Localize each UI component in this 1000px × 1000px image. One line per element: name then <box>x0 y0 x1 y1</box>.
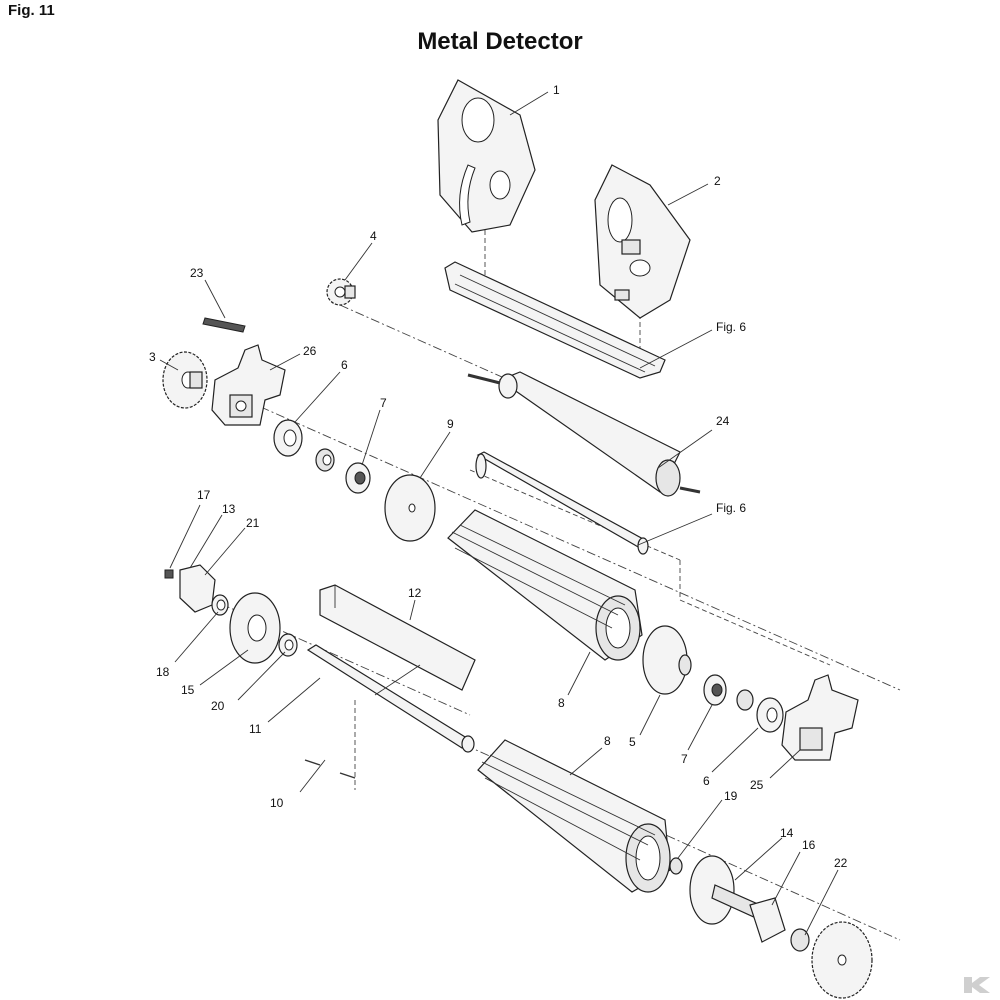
callout-fig6-upper: Fig. 6 <box>716 320 746 334</box>
callout-labels: 1 2 4 23 3 26 6 7 9 Fig. 6 24 Fig. 6 17 … <box>149 83 848 870</box>
callout-25: 25 <box>750 778 764 792</box>
brand-logo-icon <box>964 977 990 993</box>
callout-1: 1 <box>553 83 560 97</box>
callout-6-upper: 6 <box>341 358 348 372</box>
callout-24: 24 <box>716 414 730 428</box>
bearing-lower <box>736 689 754 711</box>
part-8-fluted-drum-lower <box>477 739 671 893</box>
part-8-fluted-drum-upper <box>447 509 643 661</box>
part-22-sprocket <box>790 921 873 999</box>
callout-20: 20 <box>211 699 225 713</box>
page-title: Metal Detector <box>417 28 583 55</box>
callout-7-lower: 7 <box>681 752 688 766</box>
callout-fig6-lower: Fig. 6 <box>716 501 746 515</box>
callout-7-upper: 7 <box>380 396 387 410</box>
part-12-plate-bar <box>319 584 476 691</box>
callout-26: 26 <box>303 344 317 358</box>
part-10-pins <box>304 759 356 779</box>
callout-8-lower: 8 <box>604 734 611 748</box>
callout-16: 16 <box>802 838 816 852</box>
callout-23: 23 <box>190 266 204 280</box>
part-4-sprocket <box>326 278 356 306</box>
callout-9: 9 <box>447 417 454 431</box>
callout-22: 22 <box>834 856 848 870</box>
part-19-ring <box>669 857 683 875</box>
callout-15: 15 <box>181 683 195 697</box>
part-18-ring <box>211 594 229 616</box>
part-7-bearing-housing-lower <box>703 674 727 706</box>
part-15-disc <box>229 592 281 664</box>
part-26-bracket <box>211 344 286 426</box>
bearing-upper <box>315 448 335 472</box>
callout-6-lower: 6 <box>703 774 710 788</box>
part-2-side-plate <box>594 164 691 319</box>
part-24-roller <box>467 371 701 497</box>
figure-label: Fig. 11 <box>8 2 55 19</box>
part-21-bracket-block <box>179 564 216 613</box>
part-3-sprocket <box>162 351 208 409</box>
part-20-ring <box>278 633 298 657</box>
part-17-bolt <box>164 569 174 579</box>
part-5-disc-shaft <box>642 625 692 695</box>
callout-14: 14 <box>780 826 794 840</box>
part-23-chain <box>202 317 246 333</box>
part-16-collar <box>749 897 786 943</box>
part-14-disc-shaft <box>689 855 761 925</box>
callout-21: 21 <box>246 516 260 530</box>
callout-2: 2 <box>714 174 721 188</box>
part-25-bracket <box>781 674 859 761</box>
callout-12: 12 <box>408 586 422 600</box>
callout-11: 11 <box>249 722 262 736</box>
callout-10: 10 <box>270 796 284 810</box>
part-11-shaft <box>306 644 475 753</box>
part-7-bearing-housing-upper <box>345 462 371 494</box>
callout-13: 13 <box>222 502 236 516</box>
callout-18: 18 <box>156 665 170 679</box>
part-6-flange-upper <box>273 419 303 457</box>
callout-4: 4 <box>370 229 377 243</box>
callout-19: 19 <box>724 789 738 803</box>
callout-5: 5 <box>629 735 636 749</box>
part-9-end-disc <box>384 474 436 542</box>
callout-3: 3 <box>149 350 156 364</box>
callout-17: 17 <box>197 488 211 502</box>
callout-leaders <box>159 91 839 936</box>
part-6-flange-lower <box>756 697 784 733</box>
trough-channel <box>444 261 666 379</box>
callout-8-upper: 8 <box>558 696 565 710</box>
part-1-side-plate <box>437 79 536 233</box>
